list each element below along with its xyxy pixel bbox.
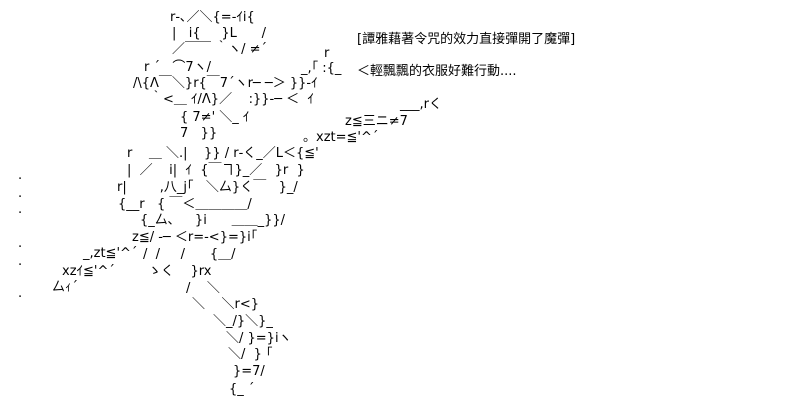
art-line: ＼ ＼r<} (192, 297, 260, 312)
art-line-right: ___,rく (400, 97, 442, 112)
edge-dot: . (18, 186, 23, 201)
art-line: {_厶､ }i ＿＿_}}/ (140, 213, 286, 228)
art-line: r ´ ⌒7ヽ/ (144, 60, 212, 75)
art-line: ＼_/}＼}_ (213, 314, 273, 329)
edge-dot: . (18, 168, 23, 183)
art-line-left: 厶ｨ´ (52, 280, 79, 295)
art-line: ｀<＿ ｲ/Λ}／ :}}‐─ ＜ ｲ (150, 92, 314, 107)
art-line-right: _,｢ :{_ (301, 61, 342, 76)
art-line-left: _,zt≦'^´ (83, 246, 138, 261)
art-line: ＼/ }=}iヽ (226, 331, 292, 346)
art-line: {_ ´ (229, 382, 255, 397)
art-line: z≦/ ‐─ ＜r=‐<}=}i｢ (132, 230, 258, 245)
speech-caption: ＜輕飄飄的衣服好難行動.... (357, 64, 517, 79)
edge-dot: . (18, 286, 23, 301)
art-line: 7 }} (180, 126, 218, 141)
edge-dot: . (18, 202, 23, 217)
art-line: ＼/ } ｢ (228, 347, 273, 362)
art-line-right: 。xzt=≦'^´ (303, 130, 379, 145)
art-line-left: xzｲ≦'^´ (62, 264, 115, 279)
art-line: | i{ }L / (172, 26, 267, 41)
art-line: /\{Λ￣＼}r{￣7´ヽr─ ─＞ }}‐ｲ (133, 76, 318, 91)
art-line-right: z≦三ニ≠7 (345, 114, 408, 129)
edge-dot: . (18, 236, 23, 251)
narration-caption: [譚雅藉著令咒的效力直接彈開了魔彈] (357, 32, 576, 47)
art-line: | ／ i| ｲ {￣ヿ}_／ }r } (127, 163, 305, 178)
art-line-right: r (324, 46, 330, 61)
edge-dot: . (18, 254, 23, 269)
art-line: { 7≠' ＼_ ｲ (180, 110, 250, 125)
art-line: r‐､／＼{=‐ｲi{ (170, 10, 255, 25)
art-line: r ＿ ＼.| }} / r‐く_／L＜{≦' (127, 146, 319, 161)
art-line: r| ,八_j｢ ＼厶}く￣ }_/ (117, 180, 298, 195)
art-line: }=7/ (233, 364, 265, 379)
art-line: ゝく }rx (148, 264, 212, 279)
art-line: / / / {＿/ (143, 247, 236, 262)
art-line: {__r { ￣＜＿＿＿＿/ (118, 197, 252, 212)
art-line: ／￣￣ ｀ヽ/ ≠´ (172, 42, 268, 57)
art-line: / ＼ (186, 281, 220, 296)
